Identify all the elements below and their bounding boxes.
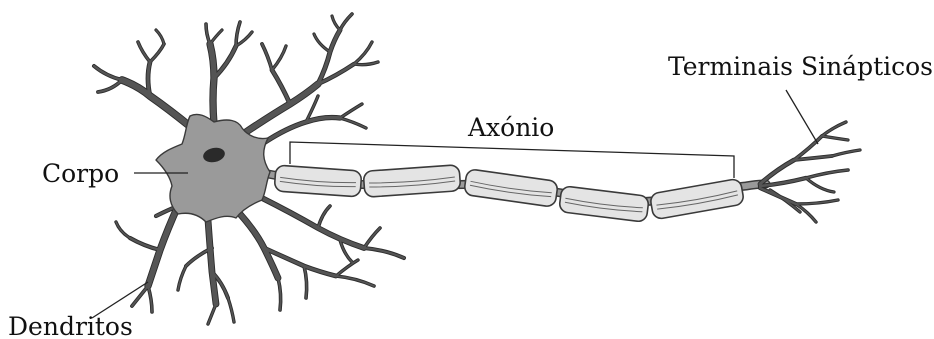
terminal-branch (806, 178, 834, 192)
dendrite-branch (262, 44, 272, 70)
dendrite-branch (340, 118, 366, 128)
dendrite-branch (130, 238, 160, 250)
dendrite-branch (150, 44, 164, 62)
myelin-segment (363, 165, 461, 198)
label-body: Corpo (42, 159, 119, 188)
dendrite-branch (240, 214, 278, 278)
dendrite-branch (116, 222, 130, 238)
dendrite-branch (208, 304, 216, 324)
dendrite-branch (210, 30, 222, 44)
dendrite-branch (364, 228, 380, 248)
dendrite-branch (336, 260, 358, 276)
dendrite-branch (314, 34, 330, 52)
terminal-branch (770, 190, 800, 212)
terminal-branch (806, 170, 848, 178)
terminals-leader-line (786, 90, 818, 144)
dendrite-branch (262, 198, 364, 248)
myelin-segment (559, 186, 650, 223)
myelin-segment (274, 165, 362, 197)
label-dendrites: Dendritos (8, 312, 133, 339)
dendrite-branch (98, 80, 122, 92)
myelin-segment (464, 169, 559, 208)
myelin-segment (649, 178, 744, 220)
dendrite-branch (340, 14, 352, 30)
label-terminals: Terminais Sinápticos (668, 52, 933, 81)
dendrite-branch (262, 118, 340, 145)
label-axon: Axónio (467, 113, 554, 142)
dendrite-branch (132, 286, 148, 306)
dendrite-branch (138, 42, 150, 62)
dendrite-branch (122, 80, 192, 128)
myelin-sheath (274, 165, 744, 223)
synaptic-terminals (760, 122, 860, 222)
dendrite-branch (272, 70, 290, 104)
dendrite-branch (340, 104, 362, 118)
